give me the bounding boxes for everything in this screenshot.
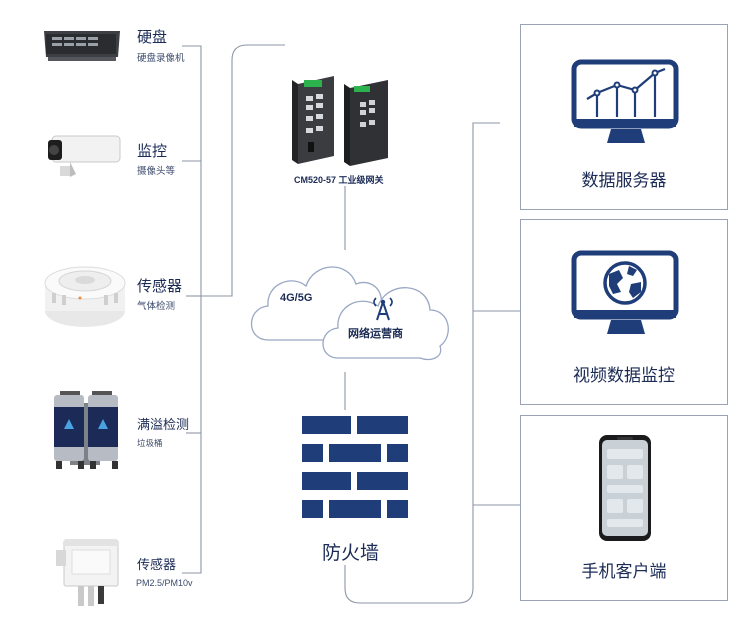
gas-sensor-icon: [44, 266, 126, 327]
monitor-chart-icon: [571, 59, 679, 143]
device-title: 监控: [137, 143, 168, 160]
cloud-left-text: 4G/5G: [280, 292, 313, 304]
endpoint-label: 手机客户端: [581, 562, 667, 581]
device-subtitle: PM2.5/PM10v: [136, 578, 193, 588]
endpoint-label: 数据服务器: [581, 171, 667, 190]
device-title: 传感器: [137, 557, 177, 572]
device-bus-line: [182, 45, 202, 574]
device-subtitle: 硬盘录像机: [137, 53, 185, 64]
device-subtitle: 气体检测: [137, 301, 176, 312]
camera-icon: [48, 135, 121, 177]
nvr-icon: [44, 31, 120, 61]
firewall-label: 防火墙: [322, 543, 380, 564]
endpoint-video-monitoring: 视频数据监控: [520, 219, 728, 405]
gateway-label: CM520-57 工业级网关: [294, 175, 384, 185]
industrial-gateway-icon: [292, 76, 388, 166]
device-title: 硬盘: [137, 29, 168, 46]
device-title: 满溢检测: [137, 417, 190, 432]
pm-sensor-icon: [56, 539, 119, 606]
firewall-to-bus-line: [344, 122, 500, 604]
device-title: 传感器: [137, 278, 183, 295]
cloud-shape: [251, 266, 449, 361]
endpoint-label: 视频数据监控: [573, 366, 675, 385]
device-subtitle: 摄像头等: [137, 166, 176, 177]
device-subtitle: 垃圾桶: [137, 438, 163, 448]
trash-bin-icon: [54, 391, 118, 469]
brick-wall-icon: [302, 416, 408, 518]
monitor-globe-icon: [571, 250, 679, 334]
endpoint-mobile-client: 手机客户端: [520, 415, 728, 601]
smartphone-icon: [599, 435, 651, 541]
cloud-right-text: 网络运营商: [348, 328, 403, 340]
endpoint-data-server: 数据服务器: [520, 24, 728, 210]
bus-to-gateway-line: [201, 44, 285, 297]
antenna-icon: [373, 297, 393, 321]
